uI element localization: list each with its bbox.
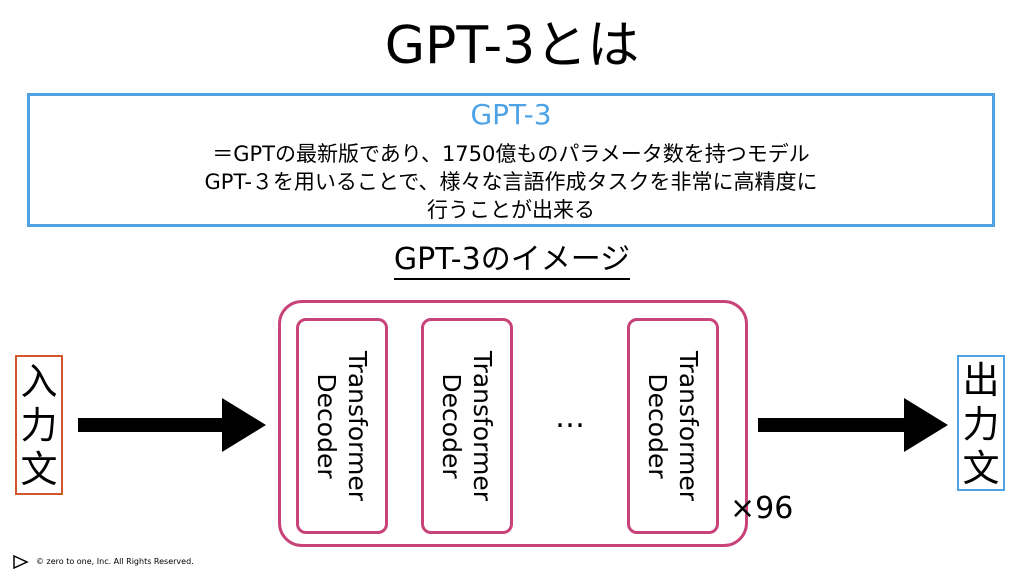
transformer-decoder-block: Transformer Decoder — [421, 318, 513, 534]
output-label-char: 文 — [962, 447, 1000, 490]
copyright-text: © zero to one, Inc. All Rights Reserved. — [36, 557, 194, 566]
repeat-count: ×96 — [730, 491, 794, 526]
arrow-right-icon — [78, 398, 266, 452]
definition-line: ＝GPTの最新版であり、1750億ものパラメータ数を持つモデル — [212, 142, 810, 166]
decoder-stack — [278, 300, 748, 547]
output-label-char: 出 — [962, 359, 1000, 402]
transformer-decoder-block: Transformer Decoder — [296, 318, 388, 534]
transformer-decoder-block: Transformer Decoder — [627, 318, 719, 534]
block-label: Transformer Decoder — [311, 351, 373, 501]
definition-heading: GPT-3 — [470, 98, 552, 131]
diagram-subtitle-wrap: GPT-3のイメージ — [0, 240, 1024, 280]
input-label-char: 入 — [20, 360, 58, 403]
block-label-line: Decoder — [312, 373, 341, 479]
definition-line: GPT-３を用いることで、様々な言語作成タスクを非常に高精度に — [204, 170, 818, 194]
play-icon — [13, 555, 29, 569]
block-label-line: Decoder — [437, 373, 466, 479]
page-title: GPT-3とは — [384, 16, 640, 76]
diagram-subtitle: GPT-3のイメージ — [393, 242, 631, 280]
output-text-box: 出 力 文 — [957, 355, 1005, 491]
block-label-line: Transformer — [343, 350, 372, 502]
ellipsis: … — [555, 400, 585, 435]
definition-box: GPT-3 ＝GPTの最新版であり、1750億ものパラメータ数を持つモデル GP… — [27, 93, 995, 227]
block-label: Transformer Decoder — [436, 351, 498, 501]
definition-text: ＝GPTの最新版であり、1750億ものパラメータ数を持つモデル GPT-３を用い… — [30, 140, 992, 224]
block-label: Transformer Decoder — [642, 351, 704, 501]
input-text-box: 入 力 文 — [15, 355, 63, 495]
input-label-char: 力 — [20, 404, 58, 447]
output-label-char: 力 — [962, 403, 1000, 446]
input-label-char: 文 — [20, 448, 58, 491]
arrow-right-icon — [758, 398, 948, 452]
definition-line: 行うことが出来る — [427, 198, 595, 222]
block-label-line: Decoder — [643, 373, 672, 479]
block-label-line: Transformer — [674, 350, 703, 502]
block-label-line: Transformer — [468, 350, 497, 502]
